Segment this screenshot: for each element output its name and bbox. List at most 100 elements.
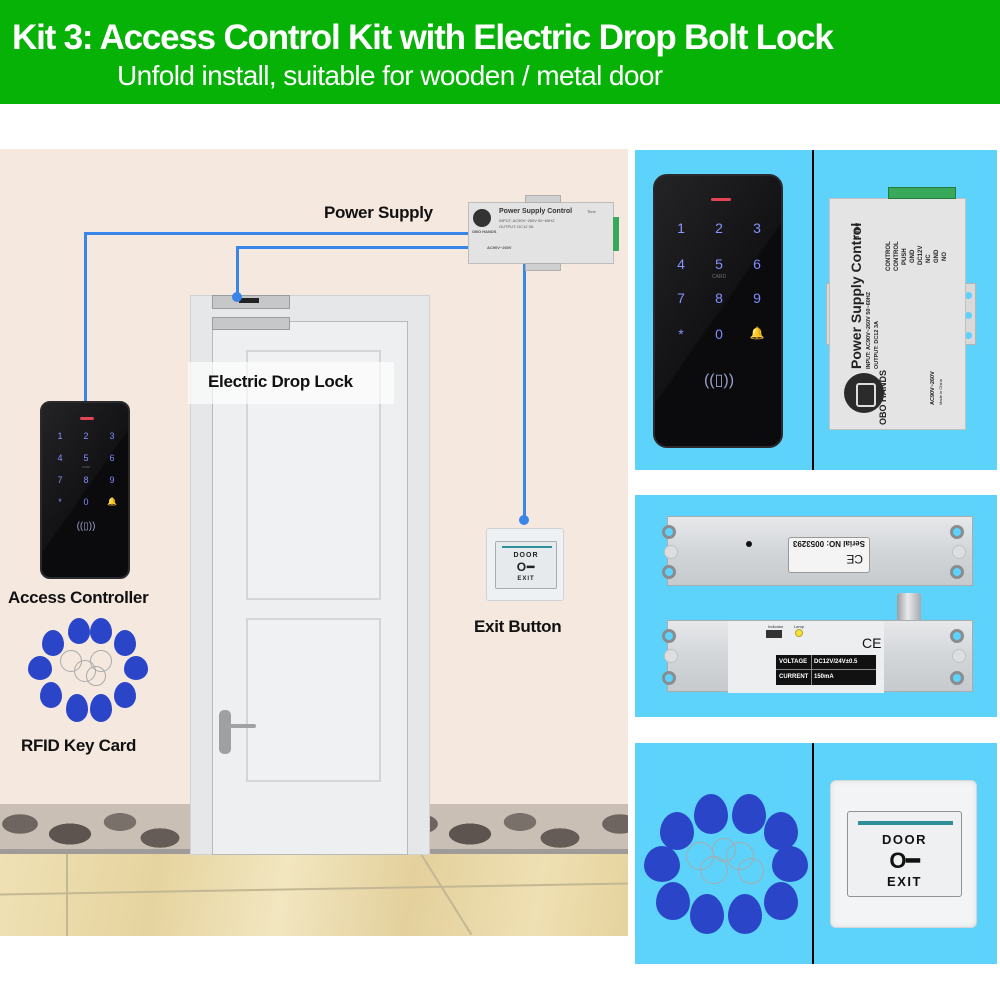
label-exit-button: Exit Button	[474, 617, 562, 636]
spec-table: VOLTAGE DC12V/24V±0.5 CURRENT 150mA	[776, 655, 876, 685]
wire-lock-top	[236, 246, 470, 249]
psu-title: Power Supply Control	[848, 222, 864, 369]
key-6: 6	[109, 453, 115, 463]
key-9: 9	[109, 475, 115, 485]
card-label: CARD	[81, 465, 91, 469]
page-title: Kit 3: Access Control Kit with Electric …	[12, 18, 834, 57]
bolt-plunger	[897, 593, 921, 621]
door-handle	[219, 710, 231, 754]
terminal-block	[613, 217, 619, 251]
serial-label: Serial NO:	[826, 539, 865, 548]
psu-time-label: Time	[587, 209, 596, 214]
access-controller-keypad: 1 2 3 4 5 6 CARD 7 8 9 * 0 🔔 ((▯))	[40, 401, 130, 579]
psu-output-spec: OUTPUT: DC12 3A	[874, 321, 880, 369]
key-6: 6	[753, 256, 761, 272]
panel-divider-bottom	[812, 743, 814, 964]
spec-current-label: CURRENT	[779, 674, 809, 680]
serial-label-plate: Serial NO: 0053293 CE	[788, 537, 870, 573]
key-4: 4	[57, 453, 63, 463]
indicator-label: Indicator	[768, 624, 784, 629]
door-lower-panel	[246, 618, 381, 782]
door-text: DOOR	[513, 552, 539, 559]
label-electric-drop-lock: Electric Drop Lock	[208, 372, 353, 391]
key-0: 0	[715, 326, 723, 342]
status-led	[711, 198, 731, 201]
made-in-label: Made in China	[938, 379, 943, 405]
key-2: 2	[715, 220, 723, 236]
psu-output-spec: OUTPUT: DC12 3A	[499, 224, 534, 229]
terminal-label: PUSH	[902, 248, 908, 265]
doorbell-icon: 🔔	[749, 326, 765, 340]
wire-lock-drop	[236, 246, 239, 296]
psu-input-spec: INPUT: AC90V~260V 50~60HZ	[866, 291, 872, 369]
drop-bolt-front-view: Indicator Lamp CE VOLTAGE DC12V/24V±0.5 …	[662, 620, 973, 693]
key-9: 9	[753, 290, 761, 306]
hand-logo-icon	[473, 209, 491, 227]
terminal-label: CONTROL	[886, 241, 892, 271]
key-7: 7	[57, 475, 63, 485]
terminal-label: GND	[910, 249, 916, 263]
exit-text: EXIT	[517, 576, 535, 582]
spec-current-value: 150mA	[814, 674, 834, 680]
exit-button-device: DOOR O━ EXIT	[486, 528, 564, 601]
power-supply-product: CONTROL CONTROL PUSH GND DC12V NC GND NO…	[829, 187, 966, 430]
door-text: DOOR	[882, 832, 927, 847]
drop-lock-label-band	[188, 362, 394, 404]
label-access-controller: Access Controller	[8, 588, 149, 607]
power-supply-unit: Power Supply Control INPUT: AC90V~260V 5…	[468, 195, 619, 271]
page-subtitle: Unfold install, suitable for wooden / me…	[117, 60, 663, 91]
ce-mark: CE	[846, 552, 863, 566]
wire-controller-drop	[84, 232, 87, 482]
terminal-label: NO	[942, 252, 948, 261]
drop-lock-body	[212, 295, 290, 309]
header-banner: Kit 3: Access Control Kit with Electric …	[0, 0, 1000, 104]
spec-voltage-label: VOLTAGE	[779, 659, 808, 665]
exit-button-product: DOOR O━ EXIT	[830, 780, 977, 928]
status-led	[80, 417, 94, 420]
serial-number: 0053293	[792, 539, 825, 548]
psu-input-spec: INPUT: AC90V~260V 50~60HZ	[499, 218, 555, 223]
key-star: *	[58, 497, 62, 507]
exit-text: EXIT	[887, 874, 922, 889]
installation-diagram: Electric Drop Lock Power Supply Power Su…	[0, 149, 628, 936]
psu-brand: OBO HANDS	[472, 229, 497, 234]
key-3: 3	[753, 220, 761, 236]
ce-mark: CE	[862, 635, 882, 651]
card-label: CARD	[711, 274, 727, 280]
drop-lock-strike	[212, 317, 290, 330]
wire-controller-top	[84, 232, 470, 235]
key-2: 2	[83, 431, 89, 441]
status-hole	[746, 541, 752, 547]
rfid-key-fobs	[26, 616, 148, 726]
indicator-display	[766, 630, 782, 638]
key-0: 0	[83, 497, 89, 507]
terminal-label: DC12V	[918, 245, 924, 265]
label-power-supply: Power Supply	[324, 203, 433, 222]
key-7: 7	[677, 290, 685, 306]
key-1: 1	[677, 220, 685, 236]
terminal-label: NC	[926, 254, 932, 263]
key-5: 5	[715, 256, 723, 272]
key-8: 8	[715, 290, 723, 306]
key-5: 5	[83, 453, 89, 463]
key-star: *	[678, 326, 684, 342]
lamp-label: Lamp	[794, 624, 805, 629]
spec-voltage-value: DC12V/24V±0.5	[814, 659, 858, 665]
label-rfid-key-card: RFID Key Card	[21, 736, 137, 755]
psu-title: Power Supply Control	[499, 208, 573, 215]
wire-exit-button	[523, 264, 526, 519]
rfid-icon: ((▯))	[76, 521, 96, 532]
terminal-block	[888, 187, 956, 199]
wire-connector-exit	[519, 515, 529, 525]
key-1: 1	[57, 431, 63, 441]
psu-ac-label: AC90V~260V	[487, 245, 512, 250]
terminal-label: CONTROL	[894, 241, 900, 271]
doorbell-icon: 🔔	[107, 497, 117, 506]
rfid-key-fobs-product	[642, 790, 808, 934]
lamp-indicator	[795, 629, 803, 637]
marble-floor	[0, 853, 628, 936]
hand-logo-icon	[844, 373, 884, 413]
key-4: 4	[677, 256, 685, 272]
drop-bolt-top-view: Serial NO: 0053293 CE	[662, 516, 973, 586]
rfid-icon: ((▯))	[703, 372, 735, 389]
